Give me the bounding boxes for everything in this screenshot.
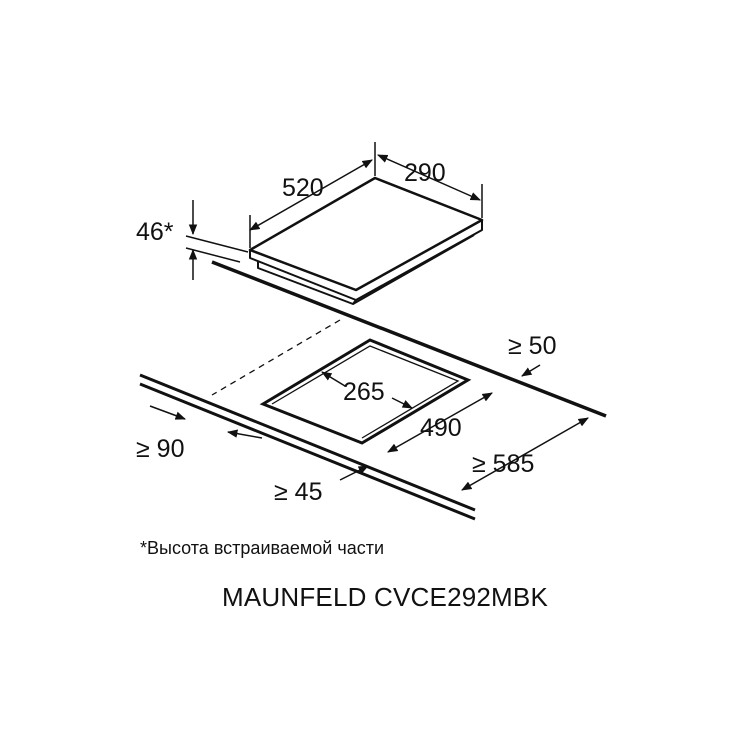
dimension-lines xyxy=(149,142,589,491)
dim-line-265-b xyxy=(391,397,413,409)
dim-line-50-a xyxy=(521,364,541,377)
dim-line-90-b xyxy=(226,429,263,439)
dim-line-585 xyxy=(461,417,589,491)
worktop-left-hidden-edge xyxy=(211,319,341,396)
ext-line-46-a xyxy=(185,235,249,253)
worktop-front-edge-upper xyxy=(139,373,476,512)
label-520: 520 xyxy=(282,174,324,202)
dim-line-90-a xyxy=(149,405,186,420)
label-585: ≥ 585 xyxy=(472,450,534,478)
worktop xyxy=(139,260,607,521)
dim-line-265 xyxy=(321,371,346,387)
label-45: ≥ 45 xyxy=(274,478,322,506)
worktop-front-edge-lower xyxy=(139,382,476,521)
label-50: ≥ 50 xyxy=(508,332,556,360)
dim-line-520 xyxy=(249,159,373,231)
label-90: ≥ 90 xyxy=(136,435,184,463)
hob-base-line xyxy=(352,299,357,305)
footnote: *Высота встраиваемой части xyxy=(140,538,385,558)
label-290: 290 xyxy=(404,159,446,187)
dim-line-290 xyxy=(377,154,481,201)
dim-line-45 xyxy=(339,465,369,481)
ext-line-46-b xyxy=(185,247,241,263)
dimension-labels: 520 290 46* ≥ 50 265 490 ≥ 90 ≥ 585 ≥ 45 xyxy=(136,159,556,506)
label-46: 46* xyxy=(136,218,174,246)
label-265: 265 xyxy=(343,378,385,406)
model-name: MAUNFELD CVCE292MBK xyxy=(222,582,548,612)
label-490: 490 xyxy=(420,414,462,442)
hob-base-edge xyxy=(257,234,475,305)
worktop-back-edge xyxy=(211,260,607,418)
cutout-outline xyxy=(259,338,472,445)
dim-line-490 xyxy=(387,392,493,453)
